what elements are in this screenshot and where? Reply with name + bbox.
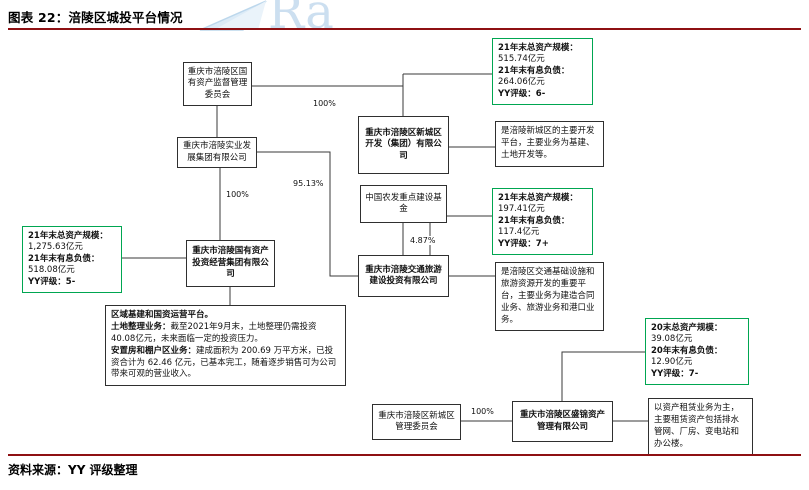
node-label: 重庆市涪陵区新城区开发（集团）有限公司 <box>365 127 442 161</box>
desc-box-guozi: 区域基建和国资运营平台。 土地整理业务：截至2021年9月末，土地整理仍需投资4… <box>105 305 346 387</box>
desc-box-xincheng: 是涪陵新城区的主要开发平台，主要业务为基建、土地开发等。 <box>495 121 604 167</box>
node-sasac: 重庆市涪陵区国有资产监督管理委员会 <box>183 62 252 106</box>
edge-label-shiye-jiaotong: 95.13% <box>292 179 325 188</box>
metric-line: 518.08亿元 <box>28 265 75 276</box>
node-guanweihui: 重庆市涪陵区新城区管理委员会 <box>372 404 461 440</box>
metric-line: 21年末总资产规模： <box>28 231 108 241</box>
edge-label-guanweihui-shengjin: 100% <box>470 407 495 416</box>
watermark-logo-icon <box>199 0 267 31</box>
metric-line: 21年末总资产规模： <box>498 43 578 53</box>
desc-headline-text: 区域基建和国资运营平台。 <box>111 310 214 320</box>
desc-segment-text: 截至2021年9月末，土地整理仍需投资40.08亿元，未来面临一定的投资压力。 <box>111 321 317 344</box>
node-label: 重庆市涪陵区盛锦资产管理有限公司 <box>519 410 605 432</box>
metric-line: 12.90亿元 <box>651 357 693 368</box>
desc-segment-label: 土地整理业务： <box>111 321 171 332</box>
metric-line: 264.06亿元 <box>498 77 545 88</box>
desc-segment-label: 安置房和棚户区业务： <box>111 345 197 356</box>
node-label: 重庆市涪陵实业发展集团有限公司 <box>182 141 251 163</box>
metric-line: 1,275.63亿元 <box>28 242 83 253</box>
metric-box-shengjin: 20末总资产规模： 39.08亿元 20年末有息负债： 12.90亿元 YY评级… <box>645 318 749 386</box>
edge-shengjin-metricD <box>561 351 645 401</box>
metric-line: 21年末总资产规模： <box>498 193 578 203</box>
metric-line: YY评级：7+ <box>498 238 549 249</box>
node-label: 中国农发重点建设基金 <box>365 192 442 214</box>
node-label: 重庆市涪陵区新城区管理委员会 <box>378 410 455 432</box>
metric-line: 197.41亿元 <box>498 204 545 215</box>
desc-text: 是涪陵区交通基础设施和旅游资源开发的重要平台，主要业务为建造合同业务、旅游业务和… <box>501 267 595 325</box>
metric-line: 21年末有息负债： <box>498 65 570 76</box>
edge-label-nongfa-jiaotong: 4.87% <box>409 236 437 245</box>
desc-box-jiaotong: 是涪陵区交通基础设施和旅游资源开发的重要平台，主要业务为建造合同业务、旅游业务和… <box>495 262 604 332</box>
metric-line: YY评级：5- <box>28 276 76 287</box>
metric-box-guozi: 21年末总资产规模： 1,275.63亿元 21年末有息负债： 518.08亿元… <box>22 226 122 294</box>
header-rule <box>8 28 801 30</box>
metric-line: 21年末有息负债： <box>498 215 570 226</box>
desc-segment-housing: 安置房和棚户区业务：建成面积为 200.69 万平方米，已投资合计为 62.46… <box>111 346 340 382</box>
metric-line: YY评级：6- <box>498 88 546 99</box>
metric-line: 117.4亿元 <box>498 227 540 238</box>
node-shiye-group: 重庆市涪陵实业发展集团有限公司 <box>177 137 257 168</box>
desc-text: 以资产租赁业务为主，主要租赁资产包括排水管网、厂房、变电站和办公楼。 <box>654 403 740 449</box>
metric-line: 515.74亿元 <box>498 54 545 65</box>
metric-line: 39.08亿元 <box>651 334 693 345</box>
node-jiaotong-lvyou: 重庆市涪陵交通旅游建设投资有限公司 <box>358 255 449 297</box>
metric-line: YY评级：7- <box>651 368 699 379</box>
source-note: 资料来源：YY 评级整理 <box>8 463 138 477</box>
edge-label-shiye-guozi: 100% <box>225 190 250 199</box>
metric-line: 20末总资产规模： <box>651 323 723 333</box>
node-shengjin: 重庆市涪陵区盛锦资产管理有限公司 <box>512 401 613 442</box>
node-nongfa-fund: 中国农发重点建设基金 <box>360 185 447 223</box>
figure-title: 图表 22：涪陵区城投平台情况 <box>8 10 183 25</box>
watermark-text: Ra <box>268 0 334 40</box>
node-label: 重庆市涪陵国有资产投资经营集团有限公司 <box>192 246 269 280</box>
footer-rule <box>8 454 801 456</box>
desc-segment-text: 建成面积为 200.69 万平方米，已投资合计为 62.46 亿元，已基本完工，… <box>111 345 337 380</box>
node-label: 重庆市涪陵区国有资产监督管理委员会 <box>187 66 248 100</box>
desc-text: 是涪陵新城区的主要开发平台，主要业务为基建、土地开发等。 <box>501 126 595 160</box>
metric-box-jiaotong: 21年末总资产规模： 197.41亿元 21年末有息负债： 117.4亿元 YY… <box>492 188 593 256</box>
metric-box-xincheng: 21年末总资产规模： 515.74亿元 21年末有息负债： 264.06亿元 Y… <box>492 38 593 106</box>
node-xincheng-kaifa: 重庆市涪陵区新城区开发（集团）有限公司 <box>358 116 449 174</box>
metric-line: 20年末有息负债： <box>651 345 723 356</box>
desc-segment-land: 土地整理业务：截至2021年9月末，土地整理仍需投资40.08亿元，未来面临一定… <box>111 322 340 346</box>
desc-headline: 区域基建和国资运营平台。 <box>111 310 340 322</box>
metric-line: 21年末有息负债： <box>28 253 100 264</box>
node-guozi-group: 重庆市涪陵国有资产投资经营集团有限公司 <box>186 240 275 287</box>
desc-box-shengjin: 以资产租赁业务为主，主要租赁资产包括排水管网、厂房、变电站和办公楼。 <box>648 398 753 456</box>
node-label: 重庆市涪陵交通旅游建设投资有限公司 <box>365 264 442 286</box>
edge-label-gzw-xincheng: 100% <box>312 99 337 108</box>
